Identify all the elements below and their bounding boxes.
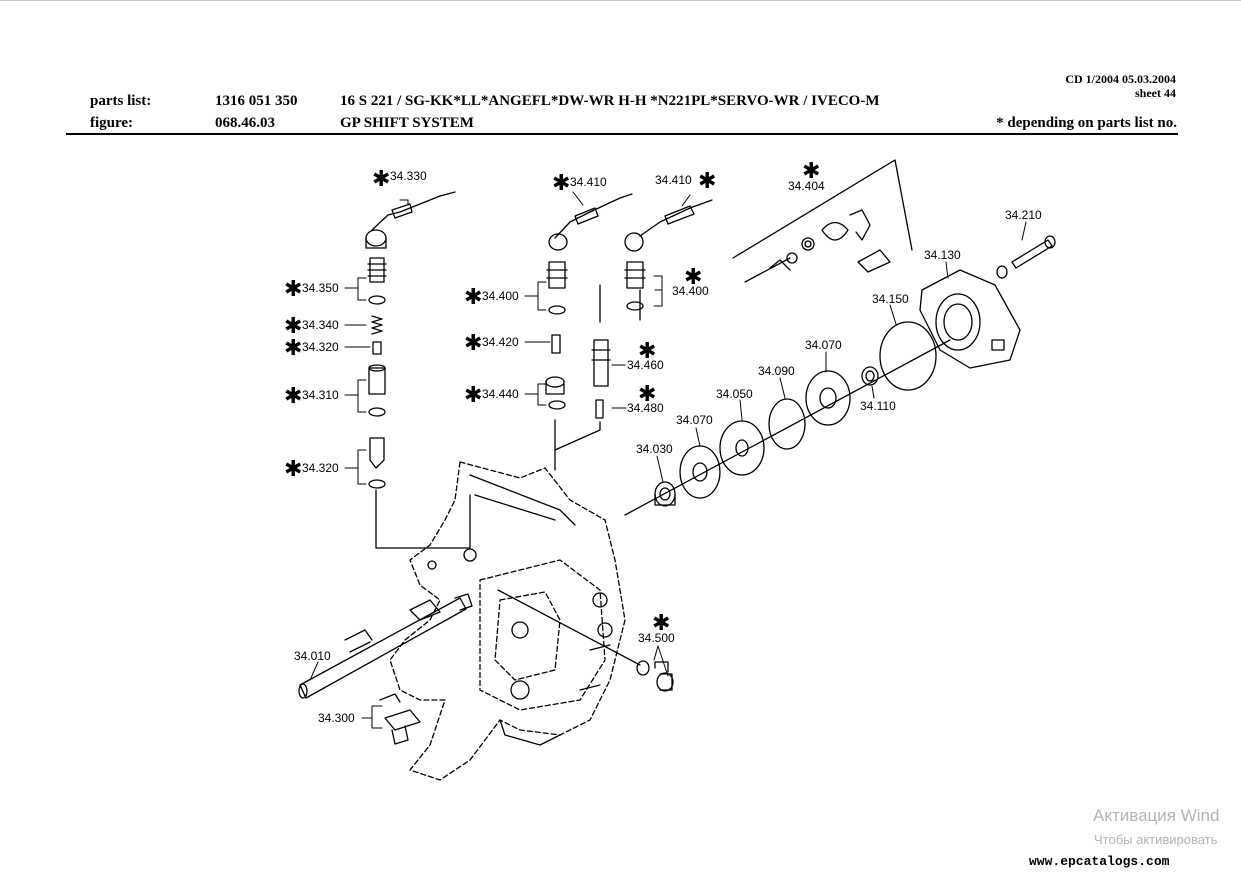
callout-34420: 34.420 [482,335,519,349]
gearbox-housing [389,461,626,781]
callout-34210: 34.210 [1005,208,1042,222]
activation-watermark-title: Активация Wind [1093,806,1220,825]
callout-star: ✱ [552,170,570,195]
callout-star: ✱ [638,338,656,363]
callout-34350: 34.350 [302,281,339,295]
sensor-34410-b [624,199,713,252]
disc-34070-left [679,445,721,499]
nut-34110 [861,366,879,386]
callout-star: ✱ [698,168,716,193]
callout-star: ✱ [802,158,820,183]
callout-34130: 34.130 [924,248,961,262]
plug-34500 [636,660,674,692]
axis-line [624,339,951,516]
plug-34440 [545,376,566,410]
leader-left-group [375,489,471,549]
housing-details [427,474,613,746]
callout-star: ✱ [284,383,302,408]
shift-rod [298,593,473,699]
parts-list-label: parts list: [90,93,152,109]
callout-34400-a: 34.400 [482,289,519,303]
sheet-number: sheet 44 [1135,86,1176,100]
figure-number: 068.46.03 [215,115,275,131]
switch-34400-a [546,261,568,315]
callout-34410-b: 34.410 [655,173,692,187]
spring-34340 [371,315,383,335]
disc-34070-right [805,370,851,426]
activation-watermark-text[interactable]: Чтобы активировать [1094,832,1218,847]
switch-34400-b [624,261,646,311]
callout-34480: 34.480 [627,401,664,415]
callout-star: ✱ [638,381,656,406]
callout-34090: 34.090 [758,364,795,378]
callout-34150: 34.150 [872,292,909,306]
callout-star: ✱ [464,330,482,355]
plug-34310 [368,364,386,417]
callout-34340: 34.340 [302,318,339,332]
callout-star: ✱ [684,264,702,289]
header-rule [66,133,1178,135]
plug-axis-line [497,589,641,666]
leader-sensors [599,284,641,323]
callout-34440: 34.440 [482,387,519,401]
depending-note: * depending on parts list no. [996,115,1177,131]
leader-middle-group [554,419,601,471]
exploded-parts-drawing: ✱ 34.330 ✱ 34.350 ✱ 34.340 ✱ 34.320 ✱ 34… [284,158,1056,781]
callout-34070-left: 34.070 [676,413,713,427]
pin-34420 [551,334,561,354]
callout-34110: 34.110 [860,399,896,413]
callout-star: ✱ [652,610,670,635]
pin-34480 [595,399,604,419]
cover-34130 [919,269,1021,369]
pin-34320 [372,341,382,355]
callout-34400-b: 34.400 [672,284,709,298]
switch-34350 [367,257,387,305]
callout-34500: 34.500 [638,631,675,645]
callout-star: ✱ [372,166,390,191]
callout-34410-a: 34.410 [570,175,607,189]
callout-star: ✱ [284,456,302,481]
callout-34320-lower: 34.320 [302,461,339,475]
callout-star: ✱ [284,313,302,338]
callout-34300: 34.300 [318,711,355,725]
callout-34404: 34.404 [788,179,825,193]
kit-34404 [732,159,913,283]
parts-list-description: 16 S 221 / SG-KK*LL*ANGEFL*DW-WR H-H *N2… [340,93,880,109]
plug-34320-lower [368,437,386,489]
callout-star: ✱ [464,382,482,407]
parts-list-number: 1316 051 350 [215,93,298,109]
shift-fork-pad [379,693,421,745]
callout-34310: 34.310 [302,388,339,402]
callout-star: ✱ [464,284,482,309]
callout-star: ✱ [284,335,302,360]
piston-34050 [719,420,765,476]
oring-34090 [768,398,806,450]
callout-34320: 34.320 [302,340,339,354]
cd-version: CD 1/2004 05.03.2004 [1065,72,1176,86]
sensor-34410-a [548,193,633,251]
callout-34460: 34.460 [627,358,664,372]
top-border [0,0,1241,1]
callout-brackets [309,191,1027,729]
callout-34030: 34.030 [636,442,673,456]
callout-labels: ✱ 34.330 ✱ 34.350 ✱ 34.340 ✱ 34.320 ✱ 34… [284,158,1042,725]
callout-34010: 34.010 [294,649,331,663]
callout-34330: 34.330 [390,169,427,183]
callout-34050: 34.050 [716,387,753,401]
callout-34070: 34.070 [805,338,842,352]
bolt-34210 [996,235,1056,279]
sensor-34330 [365,191,456,249]
figure-label: figure: [90,115,134,131]
callout-star: ✱ [284,276,302,301]
figure-title: GP SHIFT SYSTEM [340,115,474,131]
bush-34030 [654,481,676,507]
site-link[interactable]: www.epcatalogs.com [1029,854,1170,869]
switch-34460 [591,339,611,387]
oring-34150 [879,321,937,391]
